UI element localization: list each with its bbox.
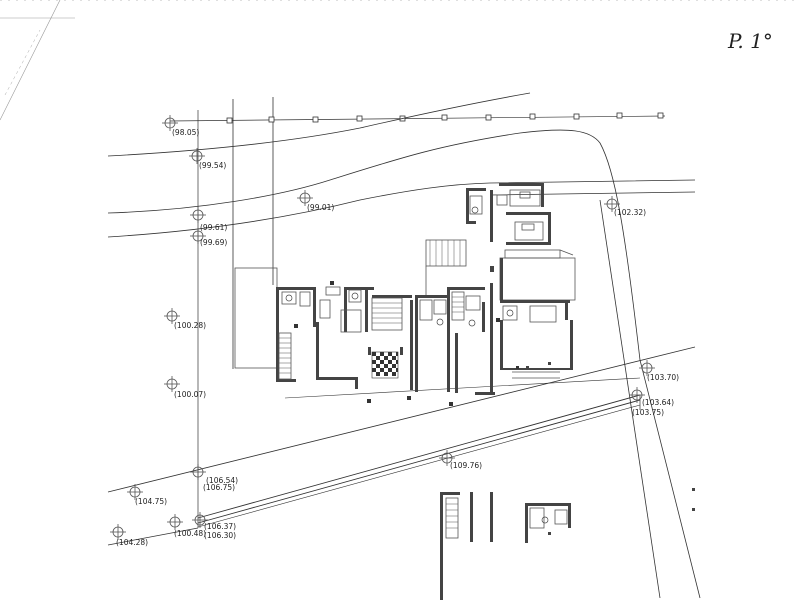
- survey-point: (106.54): [190, 464, 238, 485]
- survey-label: (109.76): [450, 461, 482, 470]
- survey-point: (100.28): [164, 308, 206, 330]
- survey-label: (106.30): [204, 531, 236, 540]
- survey-label: (99.61): [200, 223, 227, 232]
- tiled-floor: [371, 351, 399, 379]
- road-lines: [107, 92, 701, 599]
- survey-point: (106.75): [203, 483, 235, 492]
- survey-label: (99.54): [199, 161, 226, 170]
- survey-point: (100.48): [167, 514, 206, 538]
- survey-point: (102.32): [604, 196, 646, 217]
- survey-label: (99.69): [200, 238, 227, 247]
- page-label: P. 1°: [727, 29, 773, 53]
- survey-label: (104.28): [116, 538, 148, 547]
- stair-tower: [425, 239, 467, 295]
- survey-label: (102.32): [614, 208, 646, 217]
- survey-point: (106.37): [192, 512, 236, 531]
- unit-centre-left: [340, 287, 413, 390]
- survey-point: (103.75): [632, 408, 664, 417]
- building-plan: [276, 183, 576, 406]
- lower-building: [440, 488, 695, 600]
- survey-point: (104.75): [127, 484, 167, 506]
- survey-point: (99.54): [189, 148, 226, 170]
- survey-point: (103.64): [629, 387, 674, 407]
- survey-label: (106.54): [206, 476, 238, 485]
- survey-point: (100.07): [164, 376, 206, 399]
- survey-label: (103.75): [632, 408, 664, 417]
- survey-label: (103.70): [647, 373, 679, 382]
- survey-point: (99.01): [297, 190, 334, 212]
- survey-label: (99.01): [307, 203, 334, 212]
- survey-point: (98.05): [162, 115, 199, 137]
- survey-point: (99.69): [190, 228, 227, 247]
- column-marks: [294, 281, 519, 406]
- scan-artifacts: [0, 0, 800, 121]
- survey-point: (104.28): [110, 524, 148, 547]
- survey-label: (98.05): [172, 128, 199, 137]
- upper-block: [466, 183, 574, 259]
- unit-centre: [415, 266, 495, 395]
- survey-label: (106.37): [204, 522, 236, 531]
- survey-point: (109.76): [439, 450, 482, 470]
- survey-point: (106.30): [204, 531, 236, 540]
- unit-right: [499, 257, 576, 379]
- survey-label: (100.28): [174, 321, 206, 330]
- survey-label: (106.75): [203, 483, 235, 492]
- survey-label: (100.07): [174, 390, 206, 399]
- survey-label: (103.64): [642, 398, 674, 407]
- survey-label: (104.75): [135, 497, 167, 506]
- unit-left: [276, 286, 356, 382]
- survey-points: (98.05) (99.54) (99.01) (99.61) (99.69) …: [110, 115, 679, 547]
- survey-label: (100.48): [174, 529, 206, 538]
- survey-point: (99.61): [190, 207, 227, 232]
- lower-road: [107, 346, 696, 546]
- survey-point: (103.70): [639, 360, 679, 382]
